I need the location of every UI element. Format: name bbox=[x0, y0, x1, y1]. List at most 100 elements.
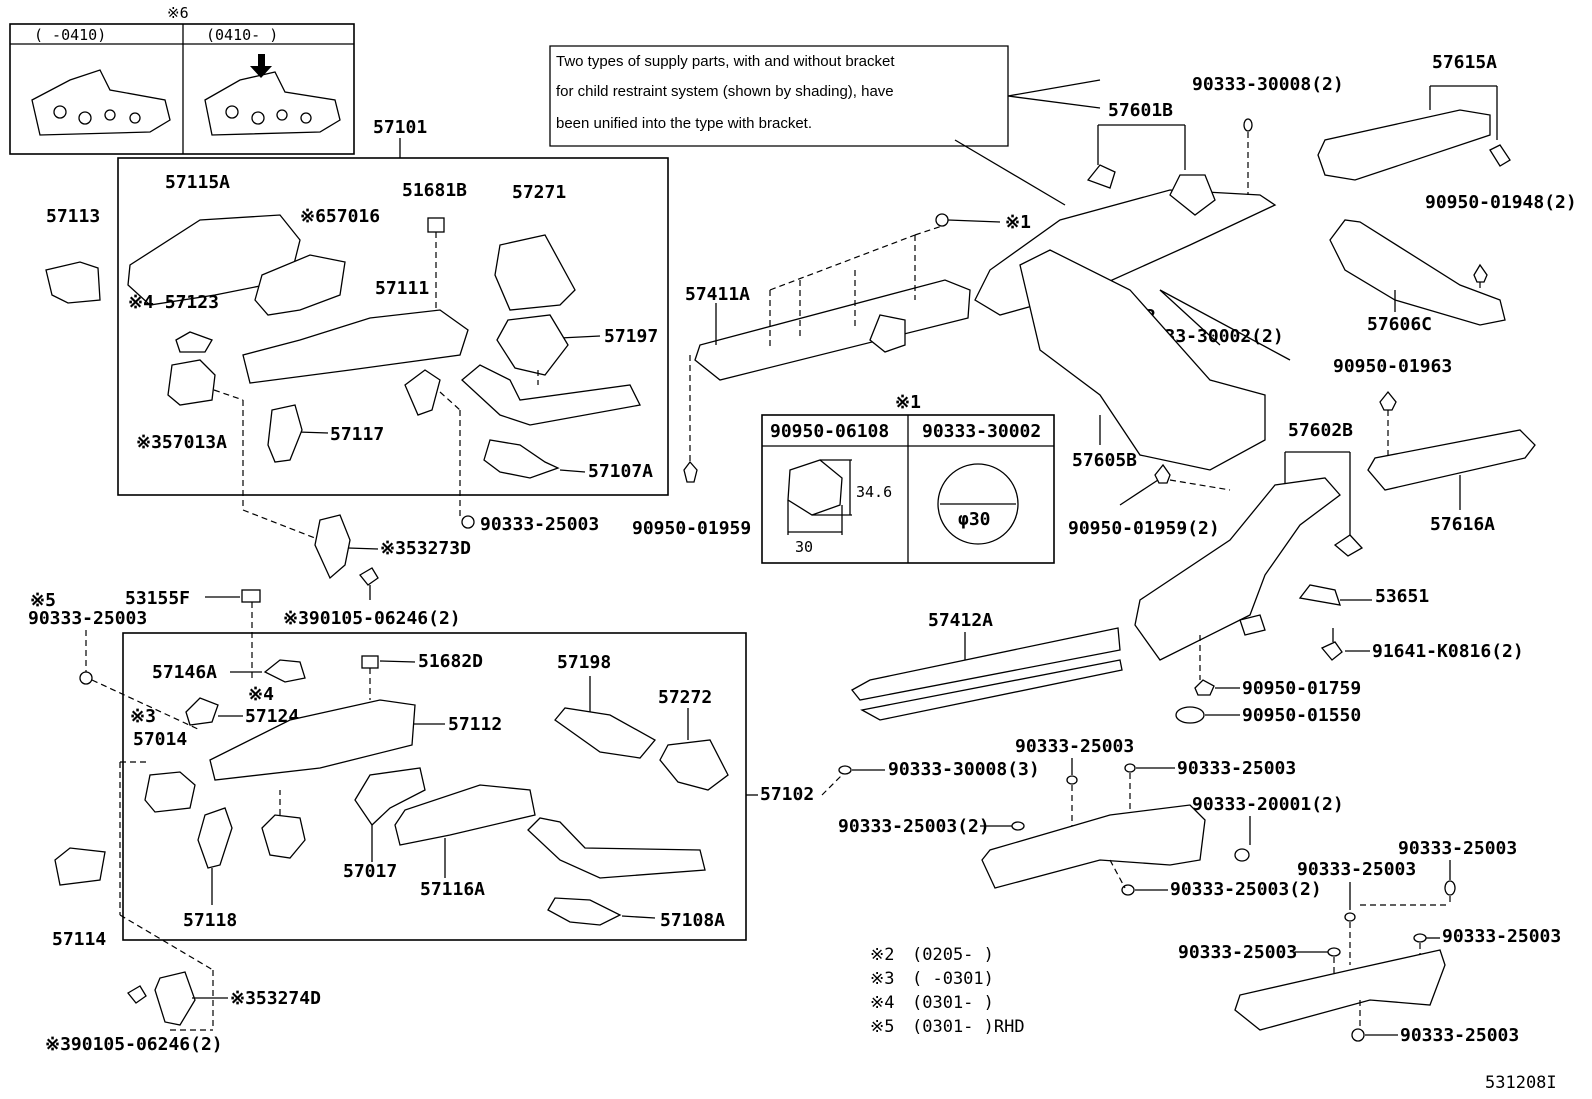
label-57605B: 57605B bbox=[1072, 450, 1137, 471]
part-57111 bbox=[242, 309, 469, 384]
note-line-3: been unified into the type with bracket. bbox=[556, 115, 812, 132]
label-57601B: 57601B bbox=[1108, 100, 1173, 121]
hexagon-icon bbox=[787, 459, 843, 516]
inset-right-part bbox=[204, 54, 341, 136]
ref1-col1: 90950-06108 bbox=[770, 421, 889, 442]
legend-text-2: (0205- ) bbox=[912, 945, 994, 965]
label-57101: 57101 bbox=[373, 117, 427, 138]
part-bracket-a bbox=[404, 369, 441, 416]
part-member-57101 bbox=[461, 364, 641, 426]
label-57616A: 57616A bbox=[1430, 514, 1495, 535]
label-57146A: 57146A bbox=[152, 662, 217, 683]
label-57411A: 57411A bbox=[685, 284, 750, 305]
part-57123 bbox=[175, 331, 213, 353]
date-legend: ※2 (0205- ) ※3 ( -0301) ※4 (0301- ) ※5 (… bbox=[870, 945, 1025, 1037]
label-57272: 57272 bbox=[658, 687, 712, 708]
label-90333-30008-2: 90333-30008(2) bbox=[1192, 74, 1344, 95]
part-57606C bbox=[1329, 219, 1506, 326]
part-57113 bbox=[45, 261, 101, 304]
label-57113: 57113 bbox=[46, 206, 100, 227]
plug-icon bbox=[838, 765, 852, 775]
part-57272 bbox=[659, 739, 729, 791]
label-51682D: 51682D bbox=[418, 651, 483, 672]
part-57112 bbox=[209, 699, 416, 781]
label-53155F: 53155F bbox=[125, 588, 190, 609]
part-51682D bbox=[361, 655, 379, 669]
label-mark-4: ※4 bbox=[248, 684, 274, 705]
part-rear-member bbox=[981, 804, 1206, 889]
plug-90950-01948 bbox=[1473, 263, 1488, 283]
label-90333-25003-a: 90333-25003 bbox=[480, 514, 599, 535]
label-90950-01959-2: 90950-01959(2) bbox=[1068, 518, 1220, 539]
part-57115A bbox=[127, 214, 301, 306]
part-53155F bbox=[241, 589, 261, 603]
inset-left-part bbox=[31, 69, 171, 136]
label-90105-a: ※390105-06246(2) bbox=[283, 608, 461, 629]
note-line-1: Two types of supply parts, with and with… bbox=[556, 53, 895, 70]
label-90950-01550: 90950-01550 bbox=[1242, 705, 1361, 726]
circle-icon bbox=[937, 463, 1019, 545]
label-90950-01963: 90950-01963 bbox=[1333, 356, 1452, 377]
label-57198: 57198 bbox=[557, 652, 611, 673]
label-57017: 57017 bbox=[343, 861, 397, 882]
label-90950-01959: 90950-01959 bbox=[632, 518, 751, 539]
part-57198 bbox=[554, 707, 657, 759]
legend-text-5: (0301- )RHD bbox=[912, 1017, 1025, 1037]
plug-icon bbox=[1351, 1028, 1365, 1042]
plug-90950-01963 bbox=[1379, 390, 1397, 411]
label-57118: 57118 bbox=[183, 910, 237, 931]
plug-icon bbox=[1066, 775, 1078, 785]
part-57107A bbox=[483, 439, 560, 479]
part-57412A bbox=[851, 627, 1121, 701]
plug-icon bbox=[1327, 947, 1341, 957]
plug-icon bbox=[461, 515, 475, 529]
label-mark-3: ※3 bbox=[130, 706, 156, 727]
part-57114 bbox=[54, 847, 106, 886]
label-90950-01948: 90950-01948(2) bbox=[1425, 192, 1577, 213]
label-mark-5: ※5 bbox=[30, 590, 56, 611]
label-90333-25003-2a: 90333-25003(2) bbox=[838, 816, 990, 837]
label-90333-25003-i: 90333-25003 bbox=[1400, 1025, 1519, 1046]
label-90333-25003-d: 90333-25003 bbox=[1177, 758, 1296, 779]
label-57111: 57111 bbox=[375, 278, 429, 299]
part-57116A bbox=[394, 784, 536, 846]
label-53274D: ※353274D bbox=[230, 988, 321, 1009]
part-57616A bbox=[1367, 429, 1536, 491]
part-57013A bbox=[167, 359, 216, 406]
plug-icon bbox=[1011, 821, 1025, 831]
part-53274D bbox=[154, 971, 196, 1026]
label-57112: 57112 bbox=[448, 714, 502, 735]
legend-mark-2: ※2 bbox=[870, 945, 894, 965]
label-57117: 57117 bbox=[330, 424, 384, 445]
part-57197 bbox=[496, 314, 569, 376]
legend-mark-3: ※3 bbox=[870, 969, 894, 989]
inset-left-range: ( -0410) bbox=[34, 26, 106, 44]
part-57118 bbox=[197, 807, 233, 869]
plug-90950-01550 bbox=[1175, 706, 1205, 724]
part-57605B bbox=[1019, 249, 1266, 471]
part-57615A bbox=[1317, 109, 1491, 181]
plug-icon bbox=[1234, 848, 1250, 862]
part-51681B bbox=[427, 217, 445, 233]
plug-icon bbox=[1243, 118, 1253, 132]
ref1-mark: ※1 bbox=[895, 392, 921, 413]
inset-box bbox=[9, 23, 355, 155]
plug-90950-01759 bbox=[1194, 679, 1215, 696]
label-91641: 91641-K0816(2) bbox=[1372, 641, 1524, 662]
part-57124 bbox=[185, 697, 219, 726]
note-line-2: for child restraint system (shown by sha… bbox=[556, 83, 894, 100]
label-mark-1: ※1 bbox=[1005, 212, 1031, 233]
label-90333-20001: 90333-20001(2) bbox=[1192, 794, 1344, 815]
part-53651 bbox=[1298, 584, 1341, 606]
plug-90950-01959 bbox=[1154, 463, 1171, 484]
label-90333-25003-h: 90333-25003 bbox=[1442, 926, 1561, 947]
part-57271 bbox=[494, 234, 576, 311]
label-90950-01759: 90950-01759 bbox=[1242, 678, 1361, 699]
inset-mark: ※6 bbox=[167, 4, 189, 22]
label-90333-25003-g: 90333-25003 bbox=[1178, 942, 1297, 963]
label-57013A: ※357013A bbox=[136, 432, 227, 453]
plug-icon bbox=[1344, 912, 1356, 922]
ref1-dim-h: 34.6 bbox=[856, 483, 892, 501]
